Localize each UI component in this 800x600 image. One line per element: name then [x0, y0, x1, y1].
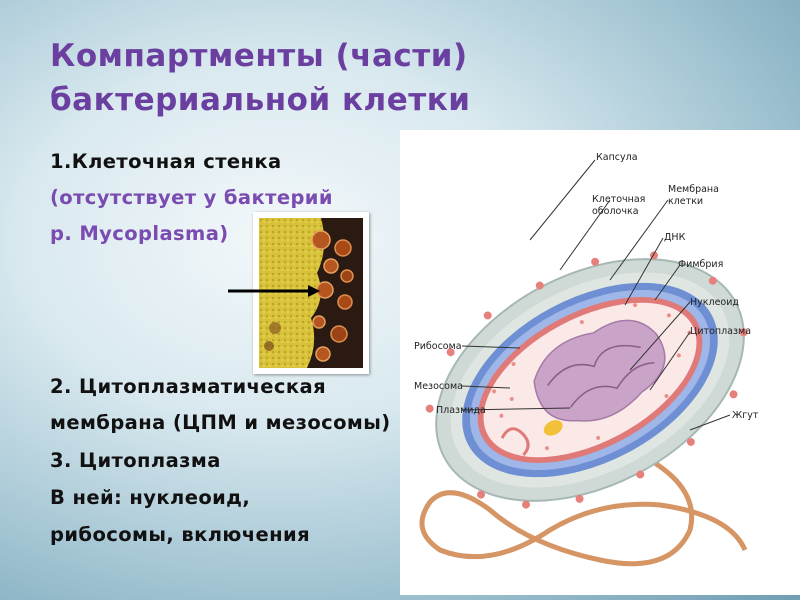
- item-cytoplasm: 3. Цитоплазма: [50, 449, 221, 472]
- label-mesosome: Мезосома: [414, 381, 463, 392]
- label-flagellum: Жгут: [732, 410, 759, 421]
- title-line-1: Компартменты (части): [50, 38, 468, 74]
- label-nucleoid: Нуклеоид: [690, 297, 739, 308]
- item-cell-wall: 1.Клеточная стенка: [50, 150, 282, 173]
- slide-title: Компартменты (части) бактериальной клетк…: [50, 34, 610, 122]
- label-cell-wall-1: Клеточная: [592, 194, 645, 205]
- label-membrane-1: Мембрана: [668, 184, 719, 195]
- flagellum-shape: [419, 457, 748, 567]
- label-dna: ДНК: [664, 232, 686, 243]
- label-cytoplasm: Цитоплазма: [690, 326, 751, 337]
- label-ribosome: Рибосома: [414, 341, 462, 352]
- pointer-arrow-icon: [228, 285, 320, 297]
- item-membrane-1: 2. Цитоплазматическая: [50, 375, 327, 398]
- item-contents-1: В ней: нуклеоид,: [50, 486, 251, 509]
- label-membrane-2: клетки: [668, 196, 703, 207]
- label-capsule: Капсула: [596, 152, 638, 163]
- label-fimbria: Фимбрия: [678, 259, 723, 270]
- label-plasmid: Плазмида: [436, 405, 486, 416]
- item-cell-wall-note-2: р. Mycoplasma): [50, 222, 229, 245]
- item-membrane-2: мембрана (ЦПМ и мезосомы): [50, 411, 391, 434]
- mesosome-shape: [500, 427, 530, 457]
- bacterial-cell-diagram: Капсула Клеточная оболочка Мембрана клет…: [400, 130, 800, 595]
- plasmid-shape: [543, 420, 563, 436]
- label-cell-wall-2: оболочка: [592, 206, 639, 217]
- item-cell-wall-note-1: (отсутствует у бактерий: [50, 186, 333, 209]
- title-line-2: бактериальной клетки: [50, 82, 471, 118]
- item-contents-2: рибосомы, включения: [50, 523, 311, 546]
